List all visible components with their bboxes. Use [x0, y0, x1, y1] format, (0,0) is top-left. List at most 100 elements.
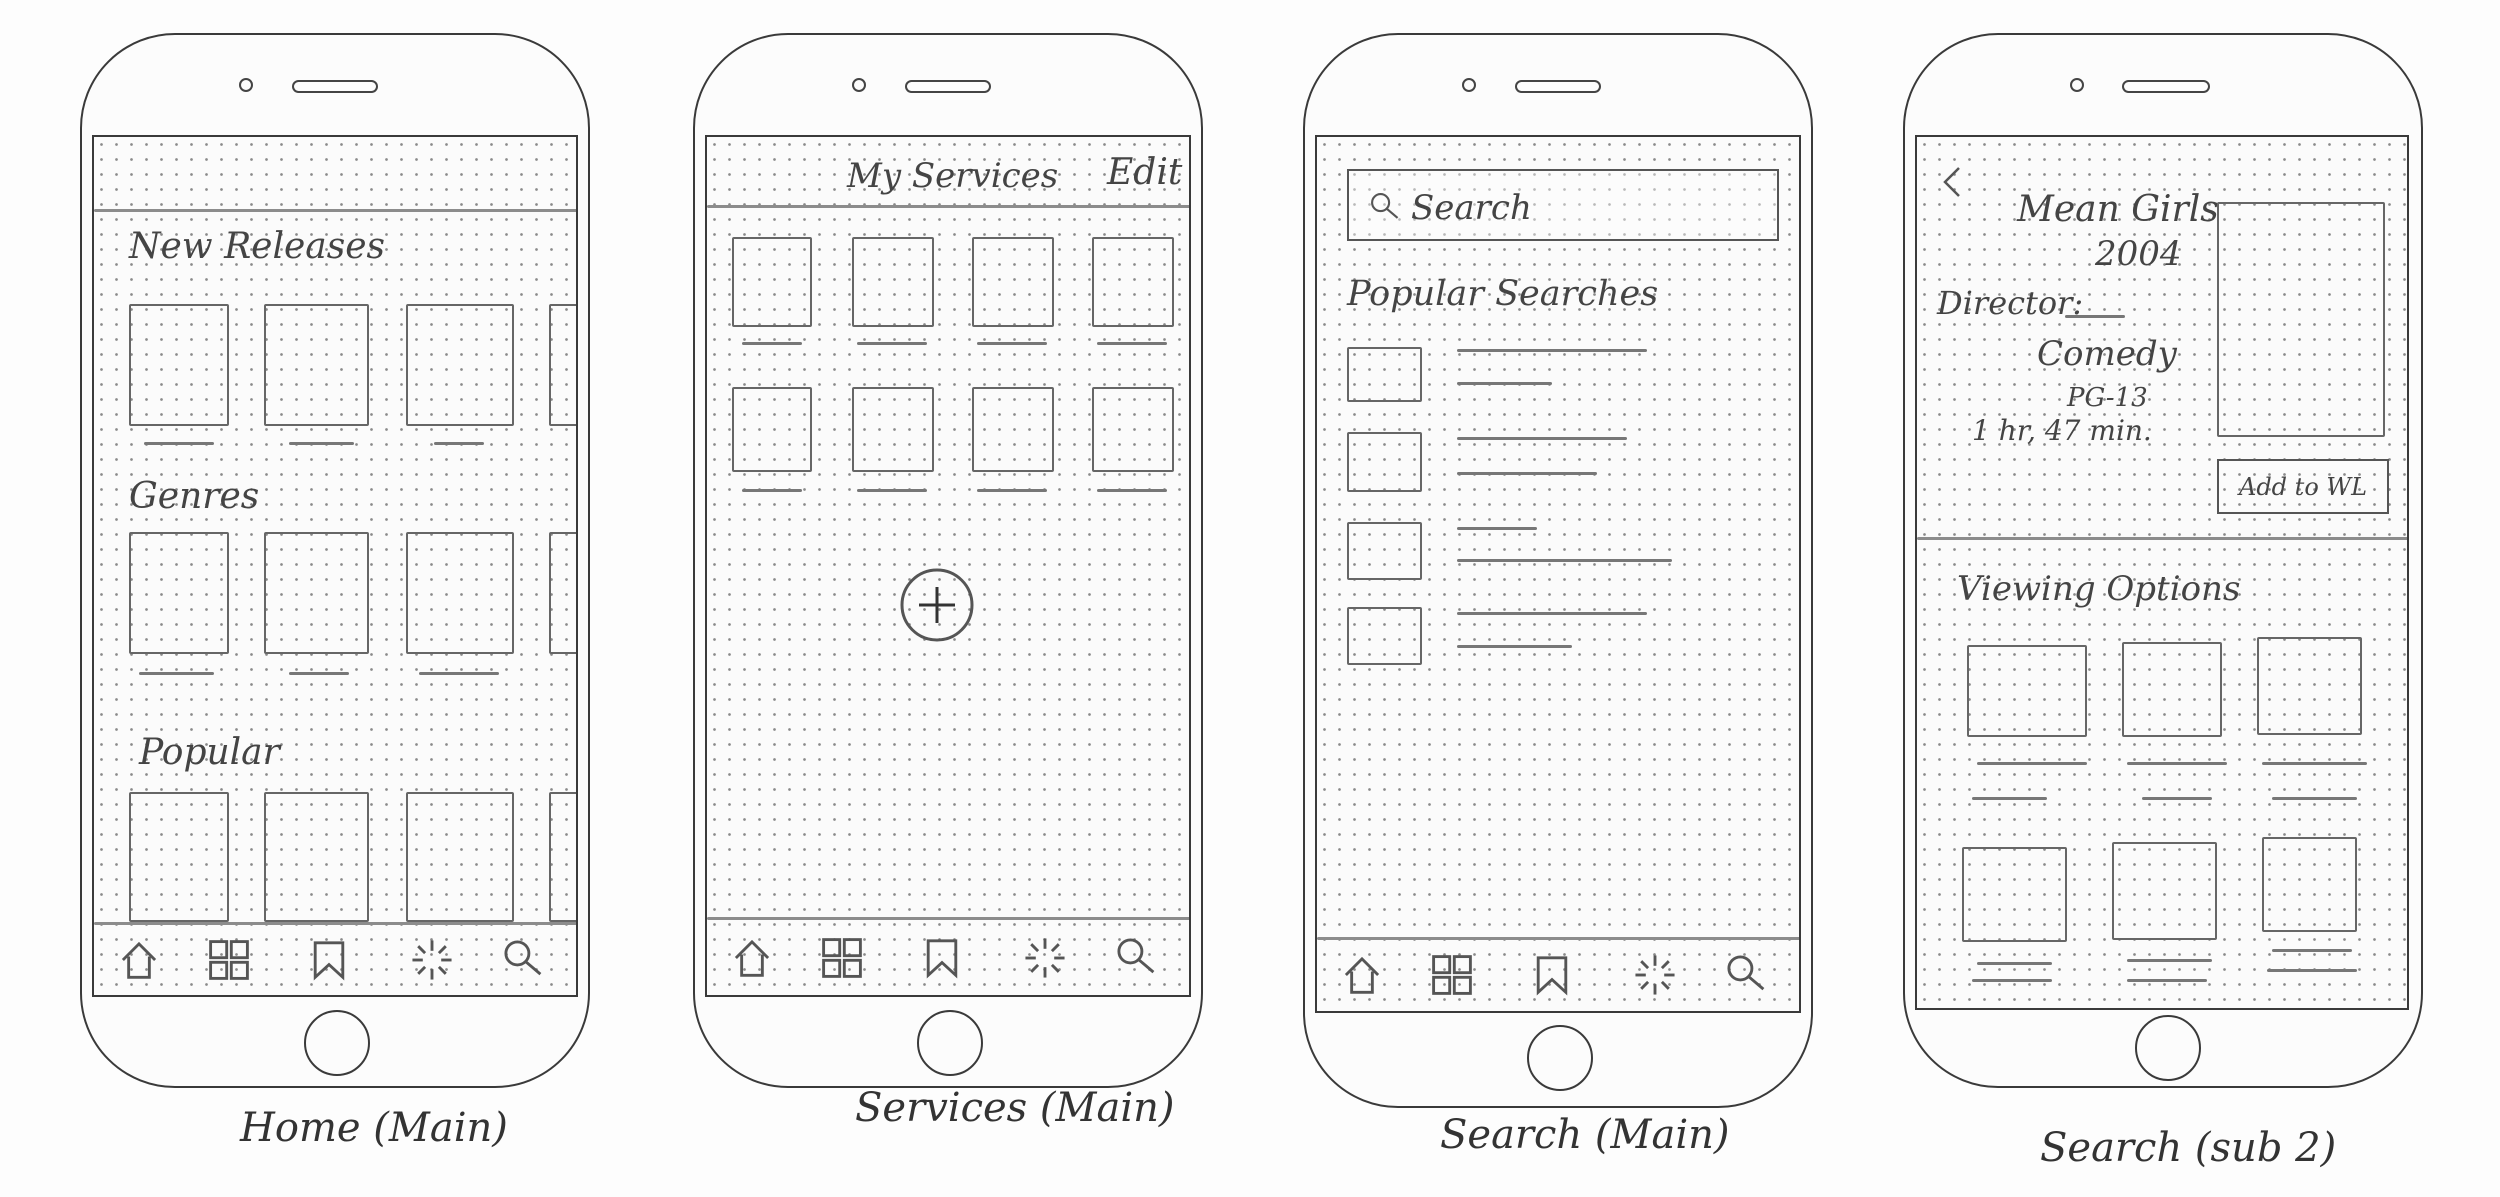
tab-bar-divider [1317, 937, 1799, 940]
service-tile[interactable] [972, 237, 1054, 327]
thumbnail[interactable] [129, 304, 229, 426]
search-placeholder: Search [1411, 188, 1532, 228]
option-caption [2127, 979, 2207, 982]
service-caption [1097, 489, 1167, 492]
header-divider [94, 209, 576, 212]
speaker [1515, 80, 1601, 93]
bookmark-icon[interactable] [1529, 952, 1575, 998]
result-thumbnail[interactable] [1347, 607, 1422, 665]
service-caption [857, 489, 927, 492]
add-to-watchlist-button[interactable]: Add to WL [2217, 459, 2389, 514]
viewing-option-tile[interactable] [2122, 642, 2222, 737]
home-icon[interactable] [729, 935, 775, 981]
thumbnail[interactable] [129, 532, 229, 654]
home-icon[interactable] [1339, 952, 1385, 998]
spark-icon[interactable] [409, 937, 455, 983]
screen-caption: Search (Main) [1440, 1112, 1730, 1158]
option-caption [1977, 962, 2052, 965]
bookmark-icon[interactable] [306, 937, 352, 983]
plus-circle-icon[interactable] [899, 567, 975, 643]
home-button[interactable] [917, 1010, 983, 1076]
viewing-option-tile[interactable] [1962, 847, 2067, 942]
thumbnail[interactable] [264, 304, 369, 426]
grid-icon[interactable] [206, 937, 252, 983]
thumbnail[interactable] [264, 532, 369, 654]
viewing-option-tile[interactable] [2112, 842, 2217, 940]
result-line [1457, 472, 1597, 475]
thumbnail[interactable] [264, 792, 369, 922]
home-icon[interactable] [116, 937, 162, 983]
search-icon [1367, 189, 1401, 223]
service-tile[interactable] [852, 237, 934, 327]
phone-search-detail: Mean Girls 2004 Director: Comedy PG-13 1… [1903, 33, 2423, 1088]
thumbnail[interactable] [549, 304, 576, 426]
home-button[interactable] [1527, 1025, 1593, 1091]
spark-icon[interactable] [1632, 952, 1678, 998]
movie-genre: Comedy [2037, 334, 2177, 374]
search-icon[interactable] [1722, 950, 1768, 996]
section-title-popular: Popular [139, 732, 280, 773]
section-divider [1917, 537, 2407, 540]
viewing-option-tile[interactable] [1967, 645, 2087, 737]
thumbnail-caption [144, 442, 214, 445]
home-button[interactable] [2135, 1015, 2201, 1081]
home-button[interactable] [304, 1010, 370, 1076]
camera-icon [852, 78, 866, 92]
grid-icon[interactable] [1429, 952, 1475, 998]
phone-search: Search Popular Searches [1303, 33, 1813, 1108]
spark-icon[interactable] [1022, 935, 1068, 981]
result-line [1457, 349, 1647, 352]
thumbnail[interactable] [129, 792, 229, 922]
header-divider [707, 205, 1189, 208]
search-icon[interactable] [499, 935, 545, 981]
home-screen: New Releases Genres Popular [92, 135, 578, 997]
service-tile[interactable] [1092, 387, 1174, 472]
service-caption [857, 342, 927, 345]
viewing-option-tile[interactable] [2257, 637, 2362, 735]
camera-icon [239, 78, 253, 92]
option-caption [2127, 762, 2227, 765]
section-title-viewing-options: Viewing Options [1957, 569, 2241, 609]
result-line [1457, 382, 1552, 385]
director-value-line [2065, 315, 2125, 318]
thumbnail-caption [289, 672, 349, 675]
result-thumbnail[interactable] [1347, 432, 1422, 492]
bookmark-icon[interactable] [919, 935, 965, 981]
movie-runtime: 1 hr, 47 min. [1972, 414, 2152, 447]
service-tile[interactable] [1092, 237, 1174, 327]
service-tile[interactable] [732, 237, 812, 327]
result-line [1457, 645, 1572, 648]
thumbnail[interactable] [406, 532, 514, 654]
thumbnail-caption [139, 672, 214, 675]
service-tile[interactable] [972, 387, 1054, 472]
thumbnail[interactable] [406, 304, 514, 426]
movie-poster [2217, 202, 2385, 437]
search-icon[interactable] [1112, 933, 1158, 979]
result-line [1457, 559, 1672, 562]
result-line [1457, 527, 1537, 530]
option-caption [2272, 797, 2357, 800]
search-input[interactable]: Search [1347, 169, 1779, 241]
director-label: Director: [1937, 284, 2084, 322]
thumbnail[interactable] [549, 792, 576, 922]
phone-services: My Services Edit [693, 33, 1203, 1088]
result-thumbnail[interactable] [1347, 347, 1422, 402]
tab-bar-divider [707, 917, 1189, 920]
thumbnail[interactable] [549, 532, 576, 654]
speaker [292, 80, 378, 93]
thumbnail[interactable] [406, 792, 514, 922]
screen-caption: Services (Main) [855, 1085, 1175, 1131]
viewing-option-tile[interactable] [2262, 837, 2357, 932]
service-tile[interactable] [852, 387, 934, 472]
section-title-popular-searches: Popular Searches [1347, 274, 1659, 314]
option-caption [2142, 797, 2212, 800]
edit-button[interactable]: Edit [1107, 152, 1183, 193]
service-caption [977, 342, 1047, 345]
back-arrow-icon[interactable] [1937, 162, 1967, 202]
service-caption [1097, 342, 1167, 345]
grid-icon[interactable] [819, 935, 865, 981]
option-caption [1972, 797, 2047, 800]
service-tile[interactable] [732, 387, 812, 472]
detail-screen: Mean Girls 2004 Director: Comedy PG-13 1… [1915, 135, 2409, 1010]
result-thumbnail[interactable] [1347, 522, 1422, 580]
